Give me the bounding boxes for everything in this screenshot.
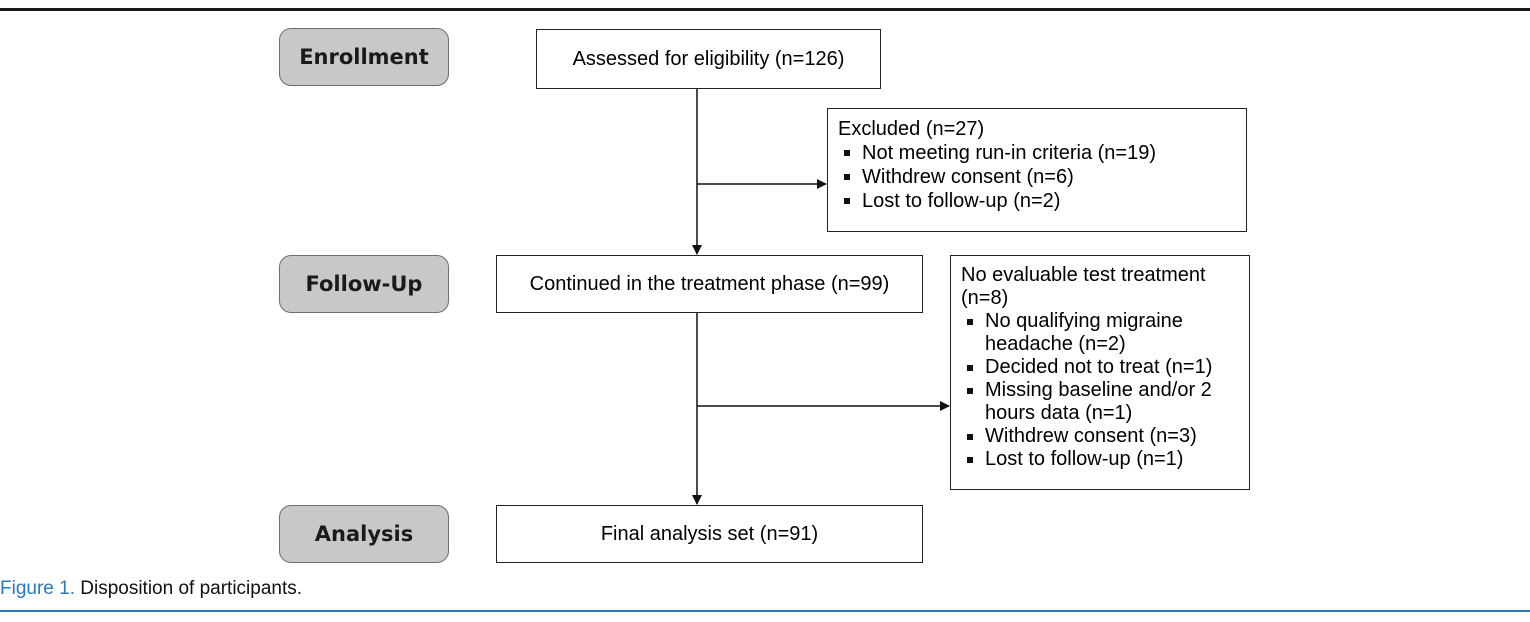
caption-text: Disposition of participants. bbox=[74, 578, 303, 599]
excluded-title: Excluded (n=27) bbox=[838, 118, 985, 140]
excluded-item: Not meeting run-in criteria (n=19) bbox=[838, 141, 1236, 165]
bottom-rule bbox=[0, 610, 1530, 612]
excluded-list: Not meeting run-in criteria (n=19) Withd… bbox=[838, 141, 1236, 213]
excluded-item: Lost to follow-up (n=2) bbox=[838, 189, 1236, 213]
no-evaluable-list: No qualifying migraine headache (n=2) De… bbox=[961, 310, 1239, 471]
stage-followup: Follow-Up bbox=[279, 255, 449, 313]
no-evaluable-title: No evaluable test treatment (n=8) bbox=[961, 264, 1206, 309]
no-evaluable-item: Decided not to treat (n=1) bbox=[961, 356, 1239, 379]
assessed-box: Assessed for eligibility (n=126) bbox=[536, 29, 881, 89]
no-evaluable-box: No evaluable test treatment (n=8) No qua… bbox=[950, 255, 1250, 490]
no-evaluable-item: Lost to follow-up (n=1) bbox=[961, 448, 1239, 471]
stage-analysis: Analysis bbox=[279, 505, 449, 563]
continued-box: Continued in the treatment phase (n=99) bbox=[496, 255, 923, 313]
caption-label: Figure 1. bbox=[0, 578, 75, 599]
excluded-box: Excluded (n=27) Not meeting run-in crite… bbox=[827, 108, 1247, 232]
stage-enrollment: Enrollment bbox=[279, 28, 449, 86]
top-rule bbox=[0, 8, 1530, 11]
no-evaluable-item: Withdrew consent (n=3) bbox=[961, 425, 1239, 448]
no-evaluable-item: No qualifying migraine headache (n=2) bbox=[961, 310, 1239, 356]
final-box: Final analysis set (n=91) bbox=[496, 505, 923, 563]
no-evaluable-item: Missing baseline and/or 2 hours data (n=… bbox=[961, 379, 1239, 425]
figure-caption: Figure 1. Disposition of participants. bbox=[0, 578, 302, 600]
excluded-item: Withdrew consent (n=6) bbox=[838, 165, 1236, 189]
